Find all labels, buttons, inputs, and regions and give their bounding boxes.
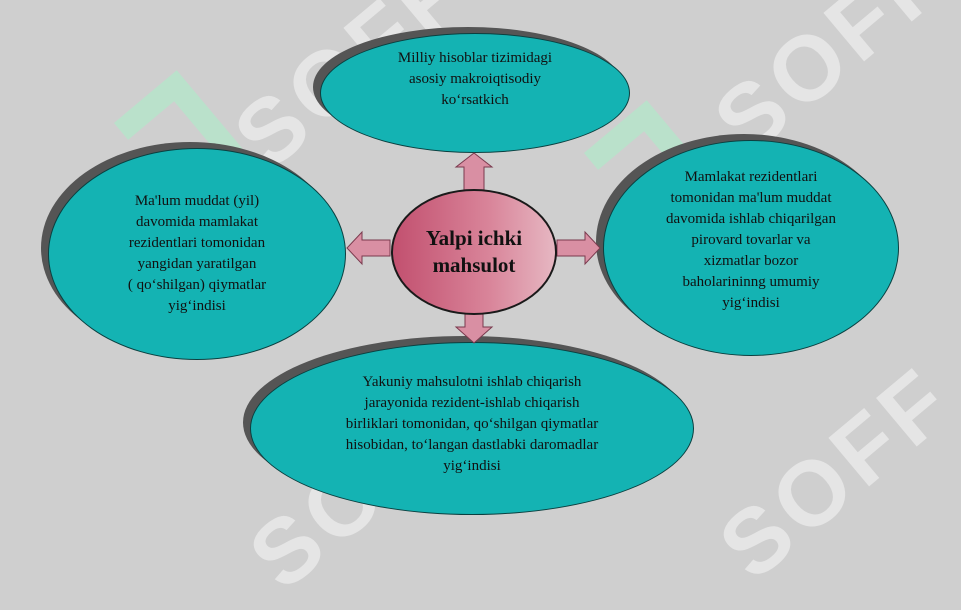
node-right-text: Mamlakat rezidentlari tomonidan ma'lum m…: [666, 168, 836, 311]
arrow-left-icon: [346, 230, 391, 266]
center-title: Yalpi ichki mahsulot: [425, 226, 523, 277]
center-ellipse: Yalpi ichki mahsulot: [391, 189, 557, 315]
arrow-down-icon: [454, 310, 494, 344]
node-top-ellipse: Milliy hisoblar tizimidagi asosiy makroi…: [320, 33, 630, 153]
node-left-ellipse: Ma'lum muddat (yil) davomida mamlakat re…: [48, 148, 346, 360]
node-bottom-text: Yakuniy mahsulotni ishlab chiqarish jara…: [345, 374, 599, 474]
arrow-up-icon: [454, 152, 494, 193]
connector-arrows: [346, 152, 601, 344]
node-left-text: Ma'lum muddat (yil) davomida mamlakat re…: [127, 193, 267, 314]
node-right-ellipse: Mamlakat rezidentlari tomonidan ma'lum m…: [603, 140, 899, 356]
node-top-text: Milliy hisoblar tizimidagi asosiy makroi…: [397, 49, 553, 108]
node-bottom-ellipse: Yakuniy mahsulotni ishlab chiqarish jara…: [250, 342, 694, 515]
arrow-right-icon: [556, 230, 601, 266]
